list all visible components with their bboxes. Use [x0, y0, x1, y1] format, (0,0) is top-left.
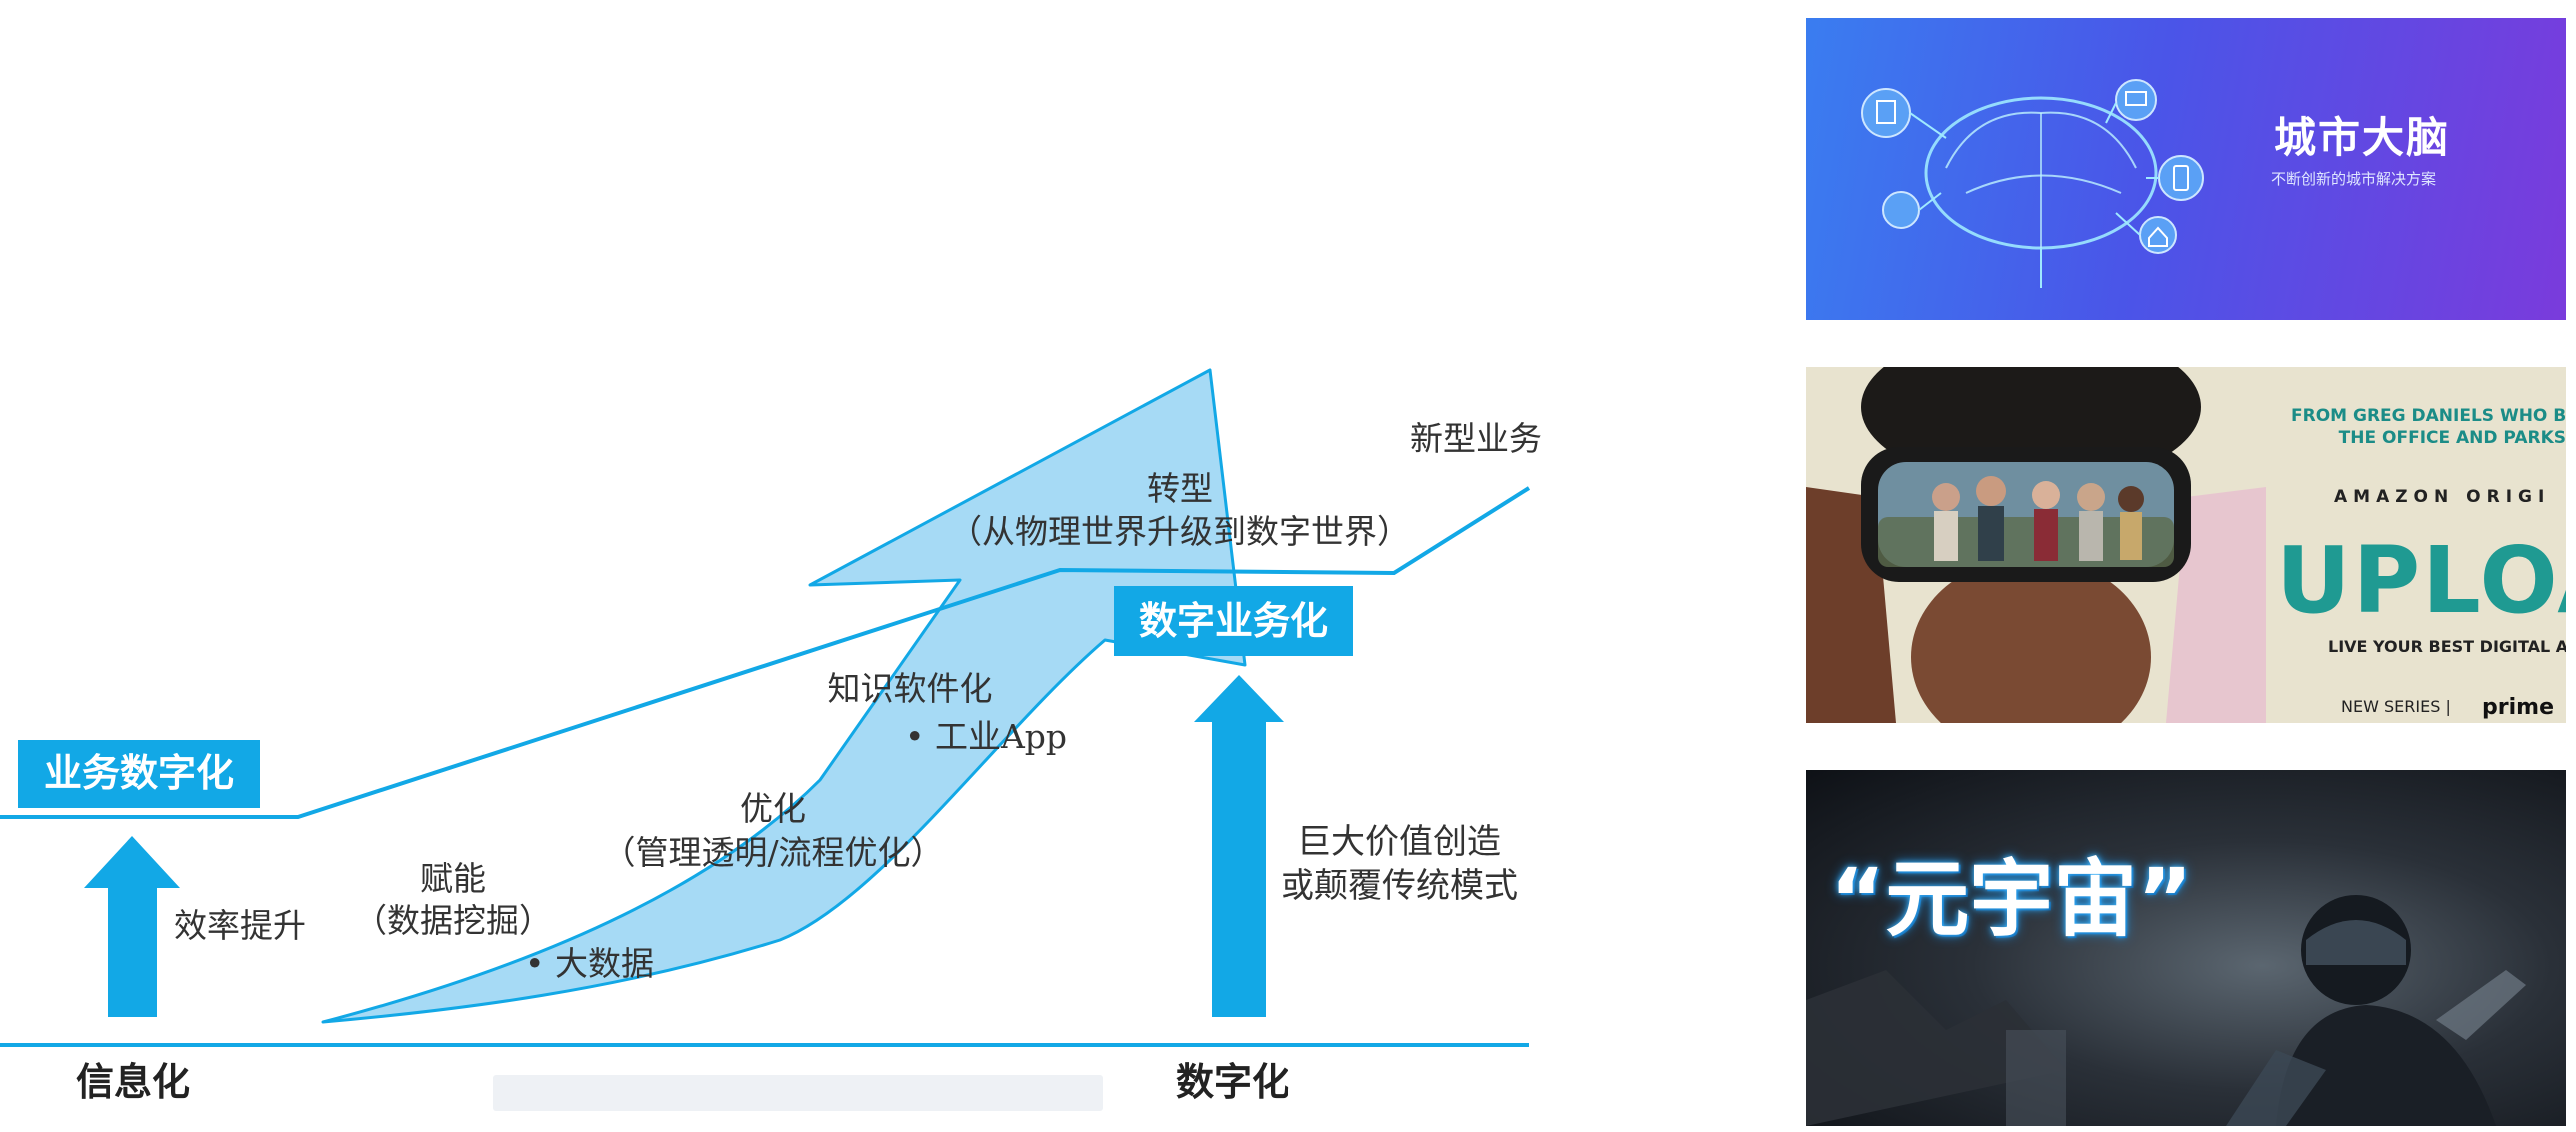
city-brain-banner: 城市大脑 不断创新的城市解决方案 [1806, 18, 2566, 320]
metaverse-title: “元宇宙” [1830, 850, 2193, 948]
new-business-label: 新型业务 [1410, 419, 1542, 458]
transform-title: 转型 [1147, 469, 1213, 508]
metaverse-banner: “元宇宙” [1806, 770, 2566, 1126]
business-digitalization-label: 业务数字化 [44, 751, 234, 795]
vr-figure-image [1806, 895, 2526, 1126]
optimize-subtitle: （管理透明/流程优化） [602, 833, 943, 872]
empower-subtitle: （数据挖掘） [354, 901, 552, 940]
horizontal-scrollbar[interactable] [493, 1075, 1103, 1111]
city-brain-subtitle: 不断创新的城市解决方案 [2271, 170, 2437, 188]
informatization-label: 信息化 [76, 1060, 190, 1104]
upload-amazon-original: AMAZON ORIGI [2334, 487, 2551, 507]
empower-title: 赋能 [420, 859, 486, 898]
prime-logo: prime [2482, 695, 2554, 720]
value-line2: 或颠覆传统模式 [1281, 866, 1518, 906]
digitalization-label: 数字化 [1176, 1060, 1289, 1104]
upload-tagline: LIVE YOUR BEST DIGITAL A [2328, 637, 2566, 656]
business-line [0, 486, 1531, 819]
growth-arrow [321, 368, 1247, 1024]
upload-new-series: NEW SERIES | [2341, 697, 2451, 716]
upload-title: UPLOA [2276, 527, 2566, 634]
bigdata-label: • 大数据 [525, 944, 654, 983]
value-line1: 巨大价值创造 [1297, 822, 1501, 862]
upload-credits: FROM GREG DANIELS WHO B THE OFFICE AND P… [2291, 405, 2566, 449]
transform-subtitle: （从物理世界升级到数字世界） [949, 512, 1410, 551]
knowledge-label: 知识软件化 [828, 669, 993, 708]
upload-credits-line1: FROM GREG DANIELS WHO B [2291, 406, 2566, 426]
business-digitalization-box [18, 740, 260, 808]
right-up-arrow [1194, 675, 1284, 1017]
optimize-title: 优化 [740, 789, 806, 828]
upload-credits-line2: THE OFFICE AND PARKS [2338, 428, 2566, 448]
city-brain-title: 城市大脑 [2274, 113, 2451, 162]
left-up-arrow [84, 836, 180, 1017]
digital-business-box [1114, 586, 1353, 656]
brain-circuit-icon [1861, 79, 2204, 288]
efficiency-label: 效率提升 [174, 906, 306, 945]
digital-business-label: 数字业务化 [1139, 599, 1328, 643]
industrial-app-label: • 工业App [905, 717, 1067, 756]
vr-headset-face-image [1806, 367, 2266, 723]
upload-poster: FROM GREG DANIELS WHO B THE OFFICE AND P… [1806, 367, 2566, 723]
digitalization-diagram: 业务数字化 数字业务化 效率提升 赋能 （数据挖掘） • 大数据 优化 （管理透… [0, 368, 1542, 1104]
